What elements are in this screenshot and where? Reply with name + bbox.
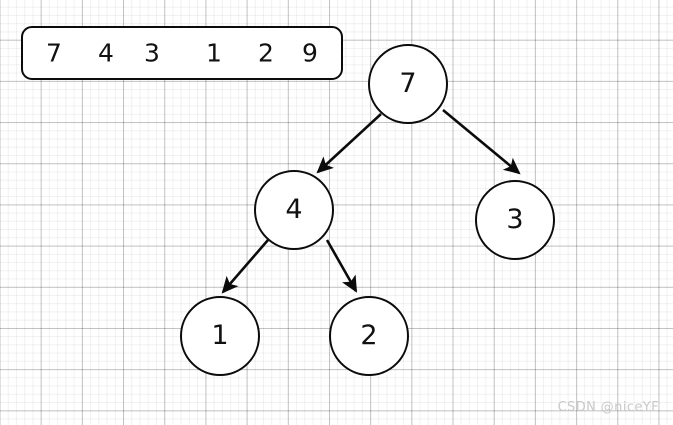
tree-node-left-right-label: 2 [360,320,378,351]
edge-left-to-left-left [221,239,269,294]
tree-node-left-left: 1 [180,296,260,376]
tree-node-left: 4 [254,170,334,250]
tree-node-root-label: 7 [399,68,417,99]
tree-node-right-label: 3 [506,204,524,235]
edge-left-to-left-right [325,239,358,293]
tree-node-left-label: 4 [285,194,303,225]
array-cell-0: 7 [46,38,62,68]
array-cell-4: 2 [258,38,274,68]
tree-node-left-right: 2 [329,296,409,376]
array-cell-2: 3 [144,38,160,68]
array-cell-5: 9 [302,38,318,68]
edge-root-to-right [442,108,521,175]
input-array-box: 7 4 3 1 2 9 [21,26,343,80]
array-cell-3: 1 [206,38,222,68]
watermark: CSDN @niceYF [557,400,659,415]
tree-node-root: 7 [368,44,448,124]
edge-root-to-left [316,113,382,174]
array-cell-1: 4 [98,38,114,68]
tree-node-left-left-label: 1 [211,320,229,351]
tree-node-right: 3 [475,180,555,260]
